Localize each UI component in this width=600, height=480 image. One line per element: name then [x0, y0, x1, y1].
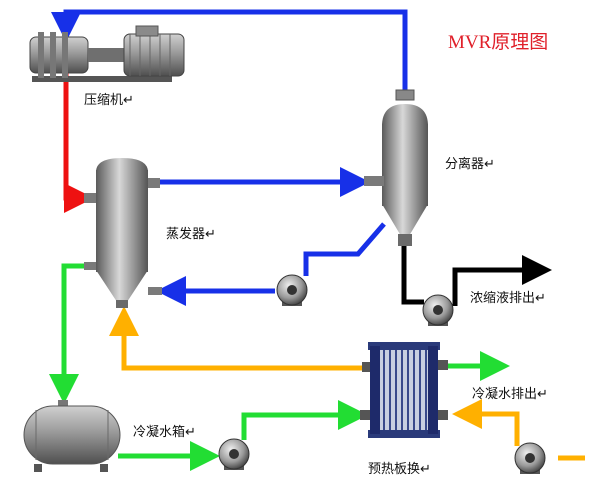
preheat-plate-label: 预热板换↵ [368, 462, 431, 477]
pump-icon [276, 274, 308, 306]
preheated-feed-pipe [109, 306, 368, 371]
concentrate-pipe [401, 246, 424, 305]
feed-up-pipe [452, 399, 520, 446]
pump-icon [514, 442, 546, 474]
separator-label: 分离器↵ [445, 156, 495, 172]
condensate-pipe [49, 263, 92, 404]
separator-vessel [364, 89, 428, 246]
evaporator-label: 蒸发器↵ [166, 226, 216, 242]
compressor-label: 压缩机↵ [84, 92, 134, 108]
pump-icon [422, 294, 454, 326]
recirculation-pipe [303, 222, 386, 276]
pump-icon [218, 438, 250, 470]
condensate-tank [23, 400, 121, 472]
diagram-title: MVR原理图 [448, 32, 548, 53]
condensate-out-label: 冷凝水排出↵ [472, 386, 548, 402]
compressed-vapor-pipe [63, 70, 94, 213]
vapor-return-pipe [51, 9, 408, 92]
condensate-to-exchanger-pipe [241, 400, 368, 440]
plate-heat-exchanger-icon [360, 342, 448, 438]
concentrate-out-pipe [452, 255, 552, 306]
compressor-motor-icon [29, 25, 185, 82]
condensate-tank-label: 冷凝水箱↵ [133, 424, 196, 440]
evaporator-vessel [84, 158, 162, 308]
concentrate-out-label: 浓缩液排出↵ [470, 290, 546, 306]
